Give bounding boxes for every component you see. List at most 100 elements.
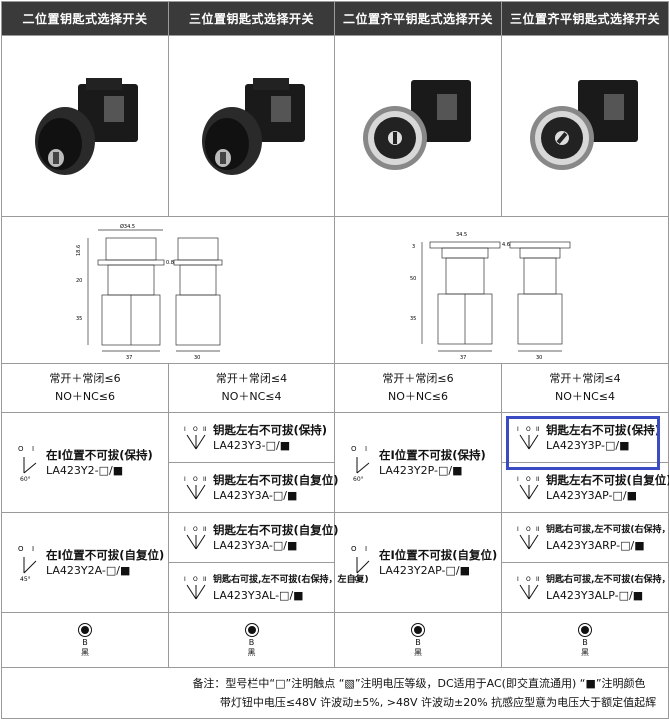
svg-text:60°: 60°: [20, 476, 31, 483]
svg-text:O: O: [351, 445, 357, 453]
svg-text:O: O: [526, 576, 531, 583]
dimension-drawing-key: Ø34.5 18.6 0.8 20 35 37 30: [1, 216, 335, 364]
dim-top-left: Ø34.5: [120, 223, 135, 230]
header-two-pos-key: 二位置钥匙式选择开关: [1, 1, 169, 36]
svg-text:I: I: [32, 445, 34, 453]
selection-highlight: [506, 416, 660, 470]
svg-text:I: I: [32, 545, 34, 553]
dim-top-right: 34.5: [456, 232, 467, 238]
svg-text:I: I: [517, 426, 519, 433]
svg-text:II: II: [203, 426, 207, 433]
svg-text:O: O: [193, 426, 198, 433]
dim-bottom-a: 37: [126, 355, 132, 360]
svg-text:I: I: [184, 526, 186, 533]
dim-bottom-a-right: 37: [460, 355, 466, 360]
svg-text:I: I: [517, 576, 519, 583]
svg-text:O: O: [526, 526, 531, 533]
black-dot-icon: [78, 622, 92, 637]
dim-left-3: 20: [76, 278, 82, 284]
remarks-note: 备注：型号栏中“□”注明触点 “▧”注明电压等级，DC适用于AC(即交直流通用)…: [1, 667, 669, 719]
svg-text:O: O: [526, 476, 531, 483]
svg-text:II: II: [536, 576, 540, 583]
svg-text:I: I: [365, 445, 367, 453]
dim-bottom-b-right: 30: [536, 355, 542, 360]
photo-three-pos-flush-key: [501, 35, 669, 217]
svg-text:I: I: [365, 545, 367, 553]
svg-text:O: O: [193, 476, 198, 483]
black-dot-icon: [411, 622, 425, 637]
svg-text:II: II: [536, 476, 540, 483]
svg-text:O: O: [193, 576, 198, 583]
black-dot-icon: [244, 622, 259, 637]
svg-text:I: I: [517, 476, 519, 483]
dim-right-2: 4.6: [502, 242, 510, 248]
black-dot-icon: [578, 622, 592, 637]
note-line-1: 备注：型号栏中“□”注明触点 “▧”注明电压等级，DC适用于AC(即交直流通用)…: [192, 677, 646, 690]
svg-text:O: O: [18, 545, 24, 553]
svg-text:60°: 60°: [353, 476, 364, 483]
photo-three-pos-key: [168, 35, 335, 217]
svg-text:II: II: [536, 526, 540, 533]
header-three-pos-key: 三位置钥匙式选择开关: [168, 1, 335, 36]
svg-text:II: II: [203, 576, 207, 583]
svg-text:I: I: [184, 476, 186, 483]
dim-right-1: 3: [412, 244, 415, 250]
svg-text:45°: 45°: [353, 576, 364, 583]
dim-left-1: 18.6: [76, 245, 82, 256]
svg-text:O: O: [351, 545, 357, 553]
svg-text:45°: 45°: [20, 576, 31, 583]
photo-two-pos-flush-key: [334, 35, 502, 217]
svg-text:I: I: [184, 426, 186, 433]
svg-text:I: I: [184, 576, 186, 583]
photo-two-pos-key: [1, 35, 169, 217]
svg-text:O: O: [526, 426, 531, 433]
dim-right-3: 50: [410, 276, 416, 282]
header-two-pos-flush-key: 二位置齐平钥匙式选择开关: [334, 1, 502, 36]
svg-text:I: I: [517, 526, 519, 533]
note-line-2: 带灯钮中电压≤48V 许波动±5%, >48V 许波动±20% 抗感应型意为电压…: [219, 696, 657, 709]
svg-text:O: O: [18, 445, 24, 453]
dim-left-4: 35: [76, 316, 82, 322]
header-three-pos-flush-key: 三位置齐平钥匙式选择开关: [501, 1, 669, 36]
dimension-drawing-flush-key: 34.5 3 4.6 50 35 37 30: [334, 216, 669, 364]
dim-right-4: 35: [410, 316, 416, 322]
dim-left-2: 0.8: [166, 260, 174, 266]
svg-text:II: II: [536, 426, 540, 433]
model-label: 在I位置不可拔(保持): [46, 447, 153, 462]
svg-text:II: II: [203, 476, 207, 483]
model-code: LA423Y2-□/■: [46, 463, 124, 477]
dim-bottom-b: 30: [194, 355, 200, 360]
